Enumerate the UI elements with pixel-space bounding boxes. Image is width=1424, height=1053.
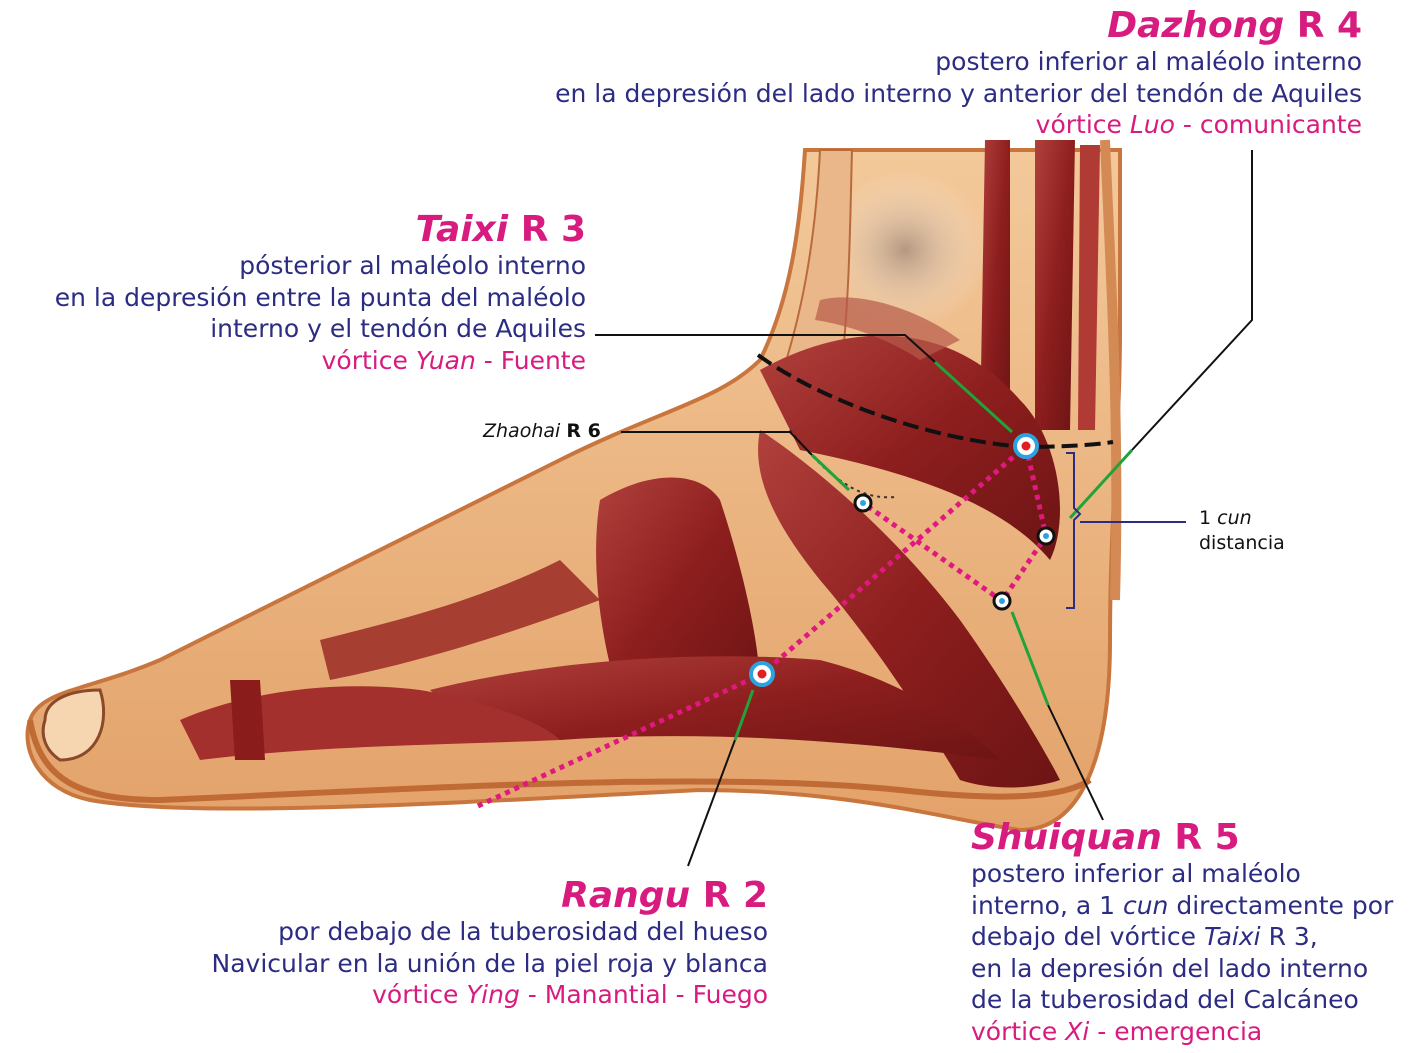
rangu-line2: Navicular en la unión de la piel roja y … xyxy=(212,948,768,980)
label-dazhong: Dazhong R 4 postero inferior al maléolo … xyxy=(555,6,1362,141)
point-r5 xyxy=(994,593,1010,609)
label-zhaohai: Zhaohai R 6 xyxy=(483,420,601,442)
rangu-line1: por debajo de la tuberosidad del hueso xyxy=(212,916,768,948)
shuiquan-line1: postero inferior al maléolo xyxy=(971,858,1393,890)
cun-line2: distancia xyxy=(1199,531,1285,556)
cun-line1: 1 cun xyxy=(1199,506,1285,531)
title-dazhong: Dazhong R 4 xyxy=(555,6,1362,46)
point-r3 xyxy=(1015,435,1037,457)
title-shuiquan: Shuiquan R 5 xyxy=(971,818,1393,858)
point-r6 xyxy=(855,495,871,511)
shuiquan-line3: debajo del vórtice Taixi R 3, xyxy=(971,921,1393,953)
shuiquan-line5: de la tuberosidad del Calcáneo xyxy=(971,984,1393,1016)
rangu-vortex: vórtice Ying - Manantial - Fuego xyxy=(212,979,768,1011)
taixi-line3: interno y el tendón de Aquiles xyxy=(55,313,586,345)
point-r2 xyxy=(751,663,773,685)
taixi-line2: en la depresión entre la punta del maléo… xyxy=(55,282,586,314)
point-r4 xyxy=(1038,528,1054,544)
shuiquan-vortex: vórtice Xi - emergencia xyxy=(971,1016,1393,1048)
taixi-line1: pósterior al maléolo interno xyxy=(55,250,586,282)
label-shuiquan: Shuiquan R 5 postero inferior al maléolo… xyxy=(971,818,1393,1047)
dazhong-line1: postero inferior al maléolo interno xyxy=(555,46,1362,78)
shuiquan-line4: en la depresión del lado interno xyxy=(971,953,1393,985)
title-rangu: Rangu R 2 xyxy=(212,876,768,916)
shuiquan-line2: interno, a 1 cun directamente por xyxy=(971,890,1393,922)
dazhong-line2: en la depresión del lado interno y anter… xyxy=(555,78,1362,110)
dazhong-vortex: vórtice Luo - comunicante xyxy=(555,109,1362,141)
taixi-vortex: vórtice Yuan - Fuente xyxy=(55,345,586,377)
label-cun: 1 cun distancia xyxy=(1199,506,1285,556)
title-taixi: Taixi R 3 xyxy=(55,210,586,250)
label-rangu: Rangu R 2 por debajo de la tuberosidad d… xyxy=(212,876,768,1011)
label-taixi: Taixi R 3 pósterior al maléolo interno e… xyxy=(55,210,586,376)
